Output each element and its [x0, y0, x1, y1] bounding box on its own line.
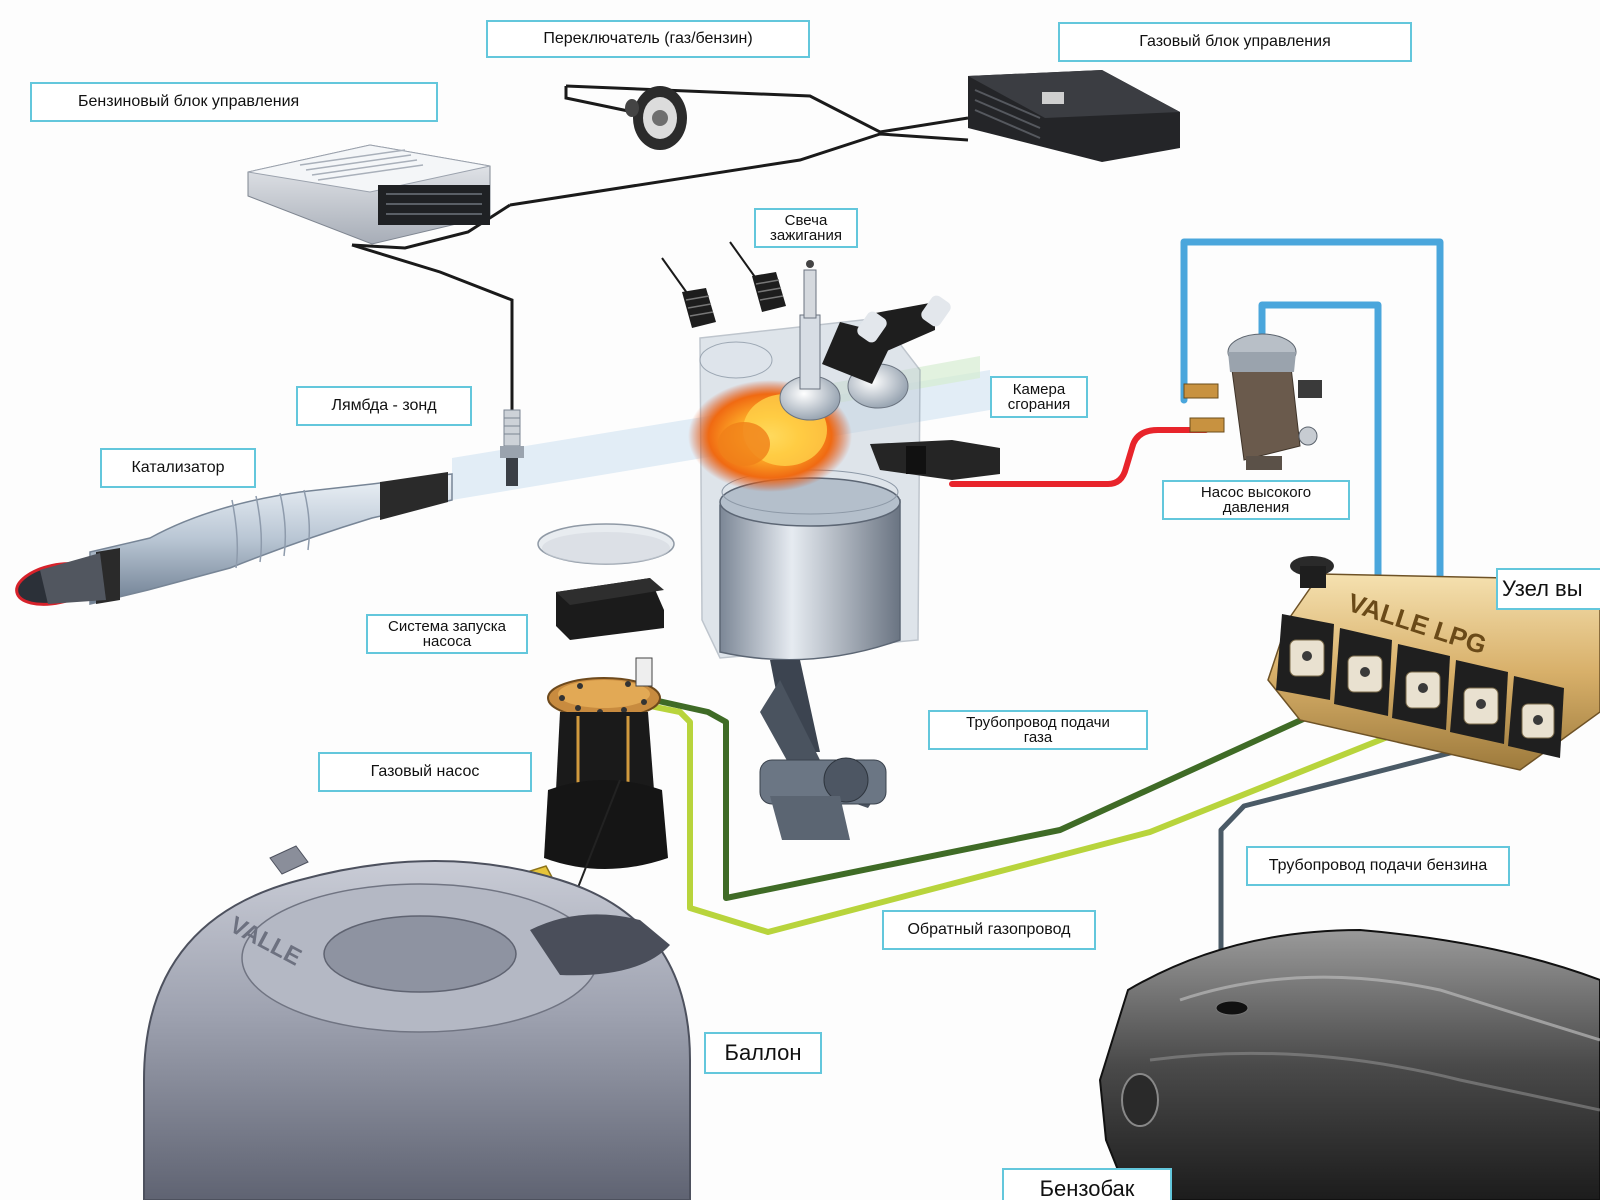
label-gas-return-pipe: Обратный газопровод — [882, 910, 1096, 950]
gas-ecu — [968, 70, 1180, 162]
label-pump-start-line1: Система запуска — [388, 618, 506, 635]
label-spark-plug: Свеча зажигания — [754, 208, 858, 248]
label-combustion-chamber-line2: сгорания — [1007, 396, 1071, 413]
label-gas-ecu: Газовый блок управления — [1058, 22, 1412, 62]
label-pump-start: Система запуска насоса — [366, 614, 528, 654]
label-combustion-chamber-line1: Камера — [1012, 381, 1066, 398]
label-hp-pump-line2: давления — [1222, 499, 1290, 516]
label-cylinder: Баллон — [704, 1032, 822, 1074]
label-injector-node: Узел вы — [1496, 568, 1600, 610]
label-hp-pump-line1: Насос высокого — [1200, 484, 1312, 501]
label-gas-feed-pipe-line2: газа — [1023, 729, 1053, 746]
label-gas-feed-pipe-line1: Трубопровод подачи — [966, 714, 1110, 731]
label-hp-pump: Насос высокого давления — [1162, 480, 1350, 520]
blue-line-outer — [1180, 238, 1444, 624]
label-gas-pump: Газовый насос — [318, 752, 532, 792]
ignition-coils — [661, 241, 817, 328]
lambda-probe — [500, 409, 524, 486]
label-spark-plug-line2: зажигания — [770, 227, 842, 244]
label-spark-plug-line1: Свеча — [784, 212, 828, 229]
label-gas-feed-pipe: Трубопровод подачи газа — [928, 710, 1148, 750]
fuel-lines — [597, 238, 1457, 1013]
high-pressure-line — [949, 427, 1209, 487]
label-petrol-ecu: Бензиновый блок управления — [30, 82, 438, 122]
connecting-rod — [759, 660, 887, 840]
gas-feed-line — [597, 685, 1348, 901]
label-switch: Переключатель (газ/бензин) — [486, 20, 810, 58]
switch-device — [625, 86, 687, 150]
engine-cylinder — [688, 295, 1000, 661]
pump-start-system — [537, 523, 675, 640]
label-fuel-tank: Бензобак — [1002, 1168, 1172, 1200]
label-pump-start-line2: насоса — [422, 633, 472, 650]
lpg-cylinder: VALLE — [143, 845, 691, 1200]
blue-line-inner — [1258, 301, 1382, 589]
label-catalyst: Катализатор — [100, 448, 256, 488]
petrol-line — [1218, 749, 1457, 1013]
high-pressure-pump — [1183, 333, 1322, 470]
petrol-ecu — [247, 144, 491, 245]
label-petrol-feed-pipe: Трубопровод подачи бензина — [1246, 846, 1510, 886]
label-combustion-chamber: Камера сгорания — [990, 376, 1088, 418]
injector-rail: VALLE LPG — [1267, 556, 1600, 771]
label-lambda: Лямбда - зонд — [296, 386, 472, 426]
petrol-tank — [1098, 928, 1600, 1200]
gas-return-line — [597, 693, 1403, 935]
